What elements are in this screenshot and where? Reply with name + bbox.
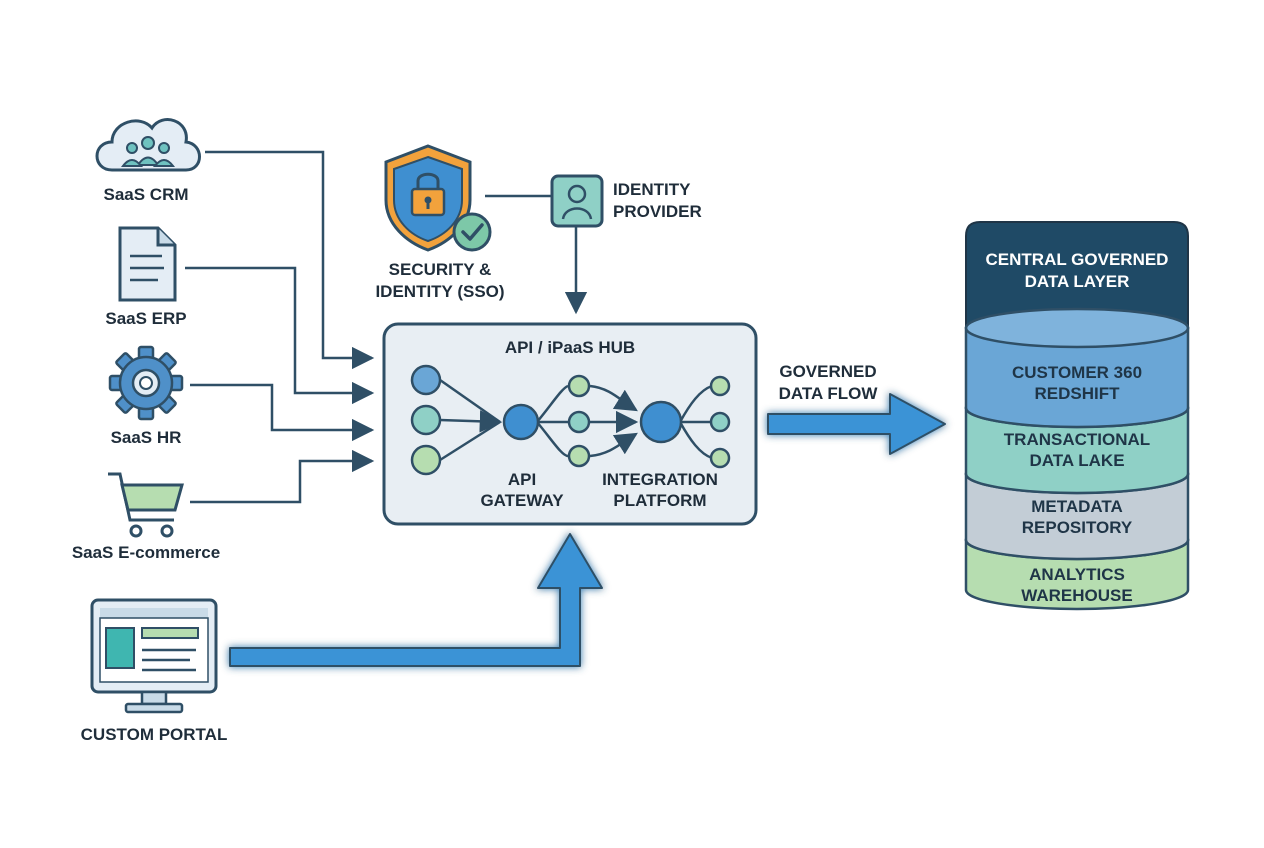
layer4-line1: ANALYTICS (1029, 565, 1125, 584)
data-layer-header-line2: DATA LAYER (1025, 272, 1130, 291)
hub-title: API / iPaaS HUB (505, 338, 635, 357)
layer-metadata-repository (964, 472, 1190, 561)
gear-icon (108, 345, 184, 421)
api-gateway-node (502, 403, 540, 441)
integration-platform-node (639, 400, 683, 444)
flow-label-line1: GOVERNED (779, 362, 876, 381)
input-node-3 (410, 444, 442, 476)
mid-node-2 (567, 410, 591, 434)
api-gateway-line2: GATEWAY (480, 491, 564, 510)
flow-label-line2: DATA FLOW (779, 384, 879, 403)
output-node-1 (709, 375, 731, 397)
api-ipaas-hub: API / iPaaS HUB (382, 322, 758, 526)
layer-transactional-data-lake (964, 406, 1190, 495)
security-label-line1: SECURITY & (389, 260, 492, 279)
erp-connector (185, 266, 375, 405)
layer2-line2: DATA LAKE (1029, 451, 1124, 470)
layer2-line1: TRANSACTIONAL (1004, 430, 1150, 449)
monitor-icon (90, 598, 218, 714)
portal-flow-arrow (229, 533, 603, 667)
data-layer-header-line1: CENTRAL GOVERNED (986, 250, 1169, 269)
layer3-line1: METADATA (1031, 497, 1123, 516)
source-connectors (185, 150, 588, 504)
identity-provider-line2: PROVIDER (613, 202, 702, 221)
security-label-line2: IDENTITY (SSO) (375, 282, 504, 301)
cloud-users-icon (95, 118, 201, 172)
ecommerce-connector (190, 449, 375, 504)
saas-ecommerce-source: SaaS E-commerce (72, 472, 220, 562)
saas-erp-source: SaaS ERP (105, 226, 187, 328)
crm-connector (205, 150, 375, 370)
saas-crm-source: SaaS CRM (95, 118, 201, 204)
input-node-2 (410, 404, 442, 436)
saas-erp-label: SaaS ERP (105, 309, 186, 328)
identity-provider: IDENTITY PROVIDER (550, 174, 702, 228)
layer4-line2: WAREHOUSE (1021, 586, 1132, 605)
flow-arrow (767, 393, 946, 455)
custom-portal-source: CUSTOM PORTAL (81, 598, 228, 744)
shield-lock-icon (384, 144, 492, 252)
input-node-1 (410, 364, 442, 396)
central-data-layer: CENTRAL GOVERNED DATA LAYER CUSTOMER 360… (964, 221, 1190, 611)
document-icon (118, 226, 177, 302)
shopping-cart-icon (108, 472, 184, 538)
layer3-line2: REPOSITORY (1022, 518, 1133, 537)
data-layer-header (965, 221, 1189, 331)
hub-network (439, 378, 713, 462)
mid-node-3 (567, 444, 591, 468)
custom-portal-label: CUSTOM PORTAL (81, 725, 228, 744)
cylinder-top (964, 307, 1190, 349)
identity-provider-line1: IDENTITY (613, 180, 691, 199)
hr-connector (190, 383, 375, 442)
integration-platform-line1: INTEGRATION (602, 470, 718, 489)
mid-node-1 (567, 374, 591, 398)
layer-customer-360 (964, 326, 1190, 429)
output-node-2 (709, 411, 731, 433)
integration-platform-line2: PLATFORM (613, 491, 706, 510)
user-badge-icon (550, 174, 604, 228)
layer1-line1: CUSTOMER 360 (1012, 363, 1142, 382)
hub-nodes (410, 364, 731, 476)
api-gateway-line1: API (508, 470, 536, 489)
saas-crm-label: SaaS CRM (103, 185, 188, 204)
layer1-line2: REDSHIFT (1035, 384, 1121, 403)
security-identity: SECURITY & IDENTITY (SSO) (375, 144, 505, 301)
saas-ecommerce-label: SaaS E-commerce (72, 543, 220, 562)
governed-data-flow: GOVERNED DATA FLOW (767, 362, 946, 455)
output-node-3 (709, 447, 731, 469)
saas-hr-label: SaaS HR (111, 428, 182, 447)
saas-hr-source: SaaS HR (108, 345, 184, 447)
